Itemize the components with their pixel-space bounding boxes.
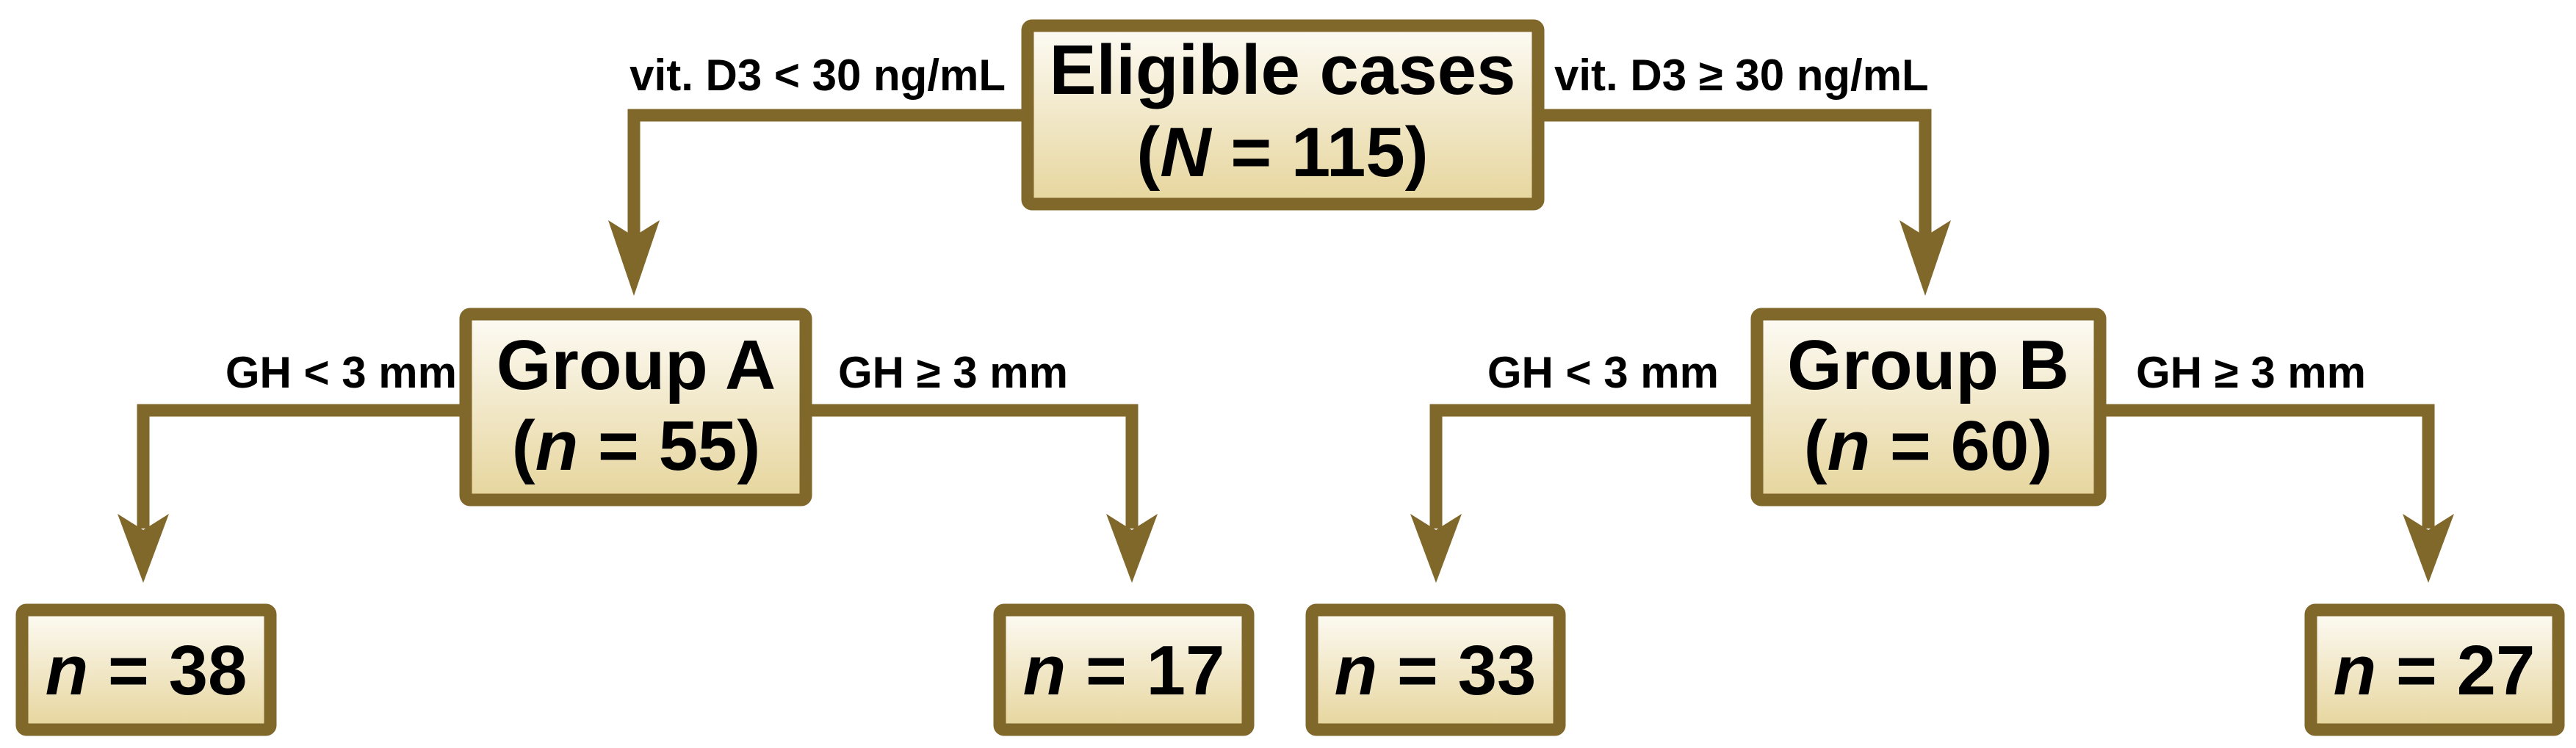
leaf-count: n = 33 [1335,631,1537,710]
leaf-count: n = 17 [1023,631,1225,710]
node-count: (N = 115) [1136,113,1429,192]
leaf-a-gh-less-3: n = 38 [15,603,277,736]
leaf-b-gh-less-3: n = 33 [1305,603,1566,736]
edge-label-a-right: GH ≥ 3 mm [838,348,1068,397]
connector-root-right [1544,109,1932,242]
edge-label-b-left: GH < 3 mm [1487,348,1719,397]
leaf-count: n = 27 [2334,631,2536,710]
arrow-head-icon [1106,514,1158,583]
leaf-b-gh-ge-3: n = 27 [2304,603,2565,736]
leaf-count: n = 38 [46,631,248,710]
arrow-head-icon [1899,220,1951,296]
node-group-a: Group A (n = 55) [459,308,812,506]
connectors [118,109,2454,583]
connector-root-left [627,109,1022,242]
connector-a-right [812,404,1139,529]
node-eligible-cases: Eligible cases (N = 115) [1021,19,1545,211]
node-count: (n = 60) [1804,407,2053,485]
leaf-a-gh-ge-3: n = 17 [993,603,1255,736]
edge-label-root-right: vit. D3 ≥ 30 ng/mL [1554,51,1929,100]
arrow-head-icon [2403,514,2454,583]
node-title: Eligible cases [1049,31,1515,109]
edge-label-b-right: GH ≥ 3 mm [2136,348,2366,397]
edge-label-root-left: vit. D3 < 30 ng/mL [629,51,1006,100]
connector-a-left [137,404,460,529]
arrow-head-icon [608,220,660,296]
connector-b-left [1429,404,1751,529]
edge-label-a-left: GH < 3 mm [226,348,457,397]
connector-b-right [2106,404,2435,529]
node-title: Group B [1787,326,2069,404]
arrow-head-icon [1410,514,1462,583]
arrow-head-icon [118,514,169,583]
node-count: (n = 55) [512,407,761,485]
node-title: Group A [497,326,776,404]
node-group-b: Group B (n = 60) [1750,308,2107,506]
